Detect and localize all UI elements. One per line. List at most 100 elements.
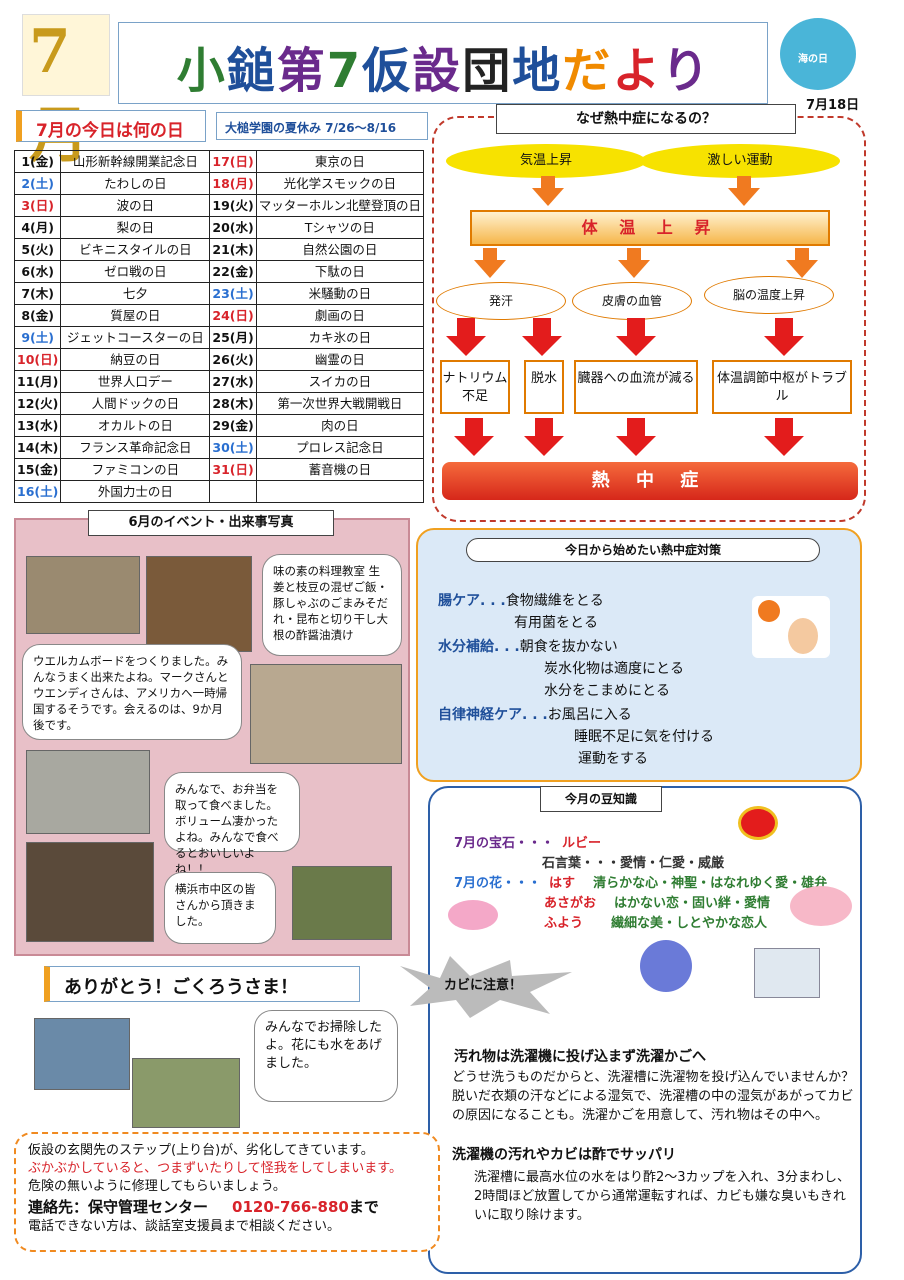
arrow-icon: [474, 248, 506, 278]
heatstroke-title: なぜ熱中症になるの？: [496, 104, 796, 134]
vacation-note: 大槌学園の夏休み 7/26〜8/16: [216, 112, 428, 140]
arrow-icon: [618, 248, 650, 278]
morning-glory-icon: [640, 940, 692, 992]
calendar-date: 29(金): [209, 414, 257, 437]
measure-line: 水分をこまめにとる: [544, 683, 670, 699]
calendar-event: [255, 480, 425, 503]
sun-illustration: [752, 596, 830, 658]
calendar-date: 23(土): [209, 282, 257, 305]
event-photo-lunch: [26, 750, 150, 834]
calendar-date: 31(日): [209, 458, 257, 481]
sea-day-logo: 海の日: [780, 18, 856, 90]
calendar-date: 19(火): [209, 194, 257, 217]
arrow-icon: [764, 318, 804, 356]
event-photo-cooking: [26, 556, 140, 634]
trivia-flower-2: あさがおはかない恋・固い絆・愛情: [544, 896, 771, 911]
calendar-date: 8(金): [13, 304, 62, 327]
notice-line: 電話できない方は、談話室支援員まで相談ください。: [28, 1219, 341, 1234]
measure-line: 炭水化物は適度にとる: [544, 661, 684, 677]
kabi-paragraph-2: 洗濯槽に最高水位の水をはり酢2〜3カップを入れ、3分まわし、2時間ほど放置してか…: [474, 1170, 850, 1223]
calendar-event: 梨の日: [60, 216, 211, 239]
arrow-icon: [446, 318, 486, 356]
calendar-event: 質屋の日: [60, 304, 211, 327]
arrow-icon: [616, 418, 656, 456]
calendar-date: 11(月): [13, 370, 62, 393]
dehydration: 脱水: [524, 360, 564, 414]
calendar-date: 1(金): [13, 150, 62, 173]
arrow-icon: [454, 418, 494, 456]
calendar-event: フランス革命記念日: [60, 436, 211, 459]
calendar-date: 12(火): [13, 392, 62, 415]
calendar-event: スイカの日: [255, 370, 425, 393]
bubble-welcome-board: ウエルカムボードをつくりました。みんなうまく出来たよね。マークさんとウエンディさ…: [22, 644, 242, 740]
calendar-date: 20(水): [209, 216, 257, 239]
calendar-event: たわしの日: [60, 172, 211, 195]
event-photo-food: [146, 556, 252, 652]
calendar-date: 27(水): [209, 370, 257, 393]
arrow-icon: [786, 248, 818, 278]
calendar-date: 16(土): [13, 480, 62, 503]
calendar-date: [209, 480, 257, 503]
calendar-event: 外国力士の日: [60, 480, 211, 503]
calendar-date: 28(木): [209, 392, 257, 415]
calendar-event: 山形新幹線開業記念日: [60, 150, 211, 173]
calendar-event: 劇画の日: [255, 304, 425, 327]
newsletter-title-box: 小鎚第7仮設団地だより: [118, 22, 768, 104]
measure-line: 有用菌をとる: [514, 615, 598, 631]
trivia-stone-words: 石言葉・・・愛情・仁愛・威厳: [542, 856, 725, 871]
calendar-event: ファミコンの日: [60, 458, 211, 481]
calendar-date: 17(日): [209, 150, 257, 173]
notice-line: ぶかぶかしていると、つまずいたりして怪我をしてしまいます。: [28, 1161, 403, 1176]
arrow-icon: [728, 176, 760, 206]
calendar-event: Tシャツの日: [255, 216, 425, 239]
cleaning-photo-1: [34, 1018, 130, 1090]
kabi-heading-1: 汚れ物は洗濯機に投げ込まず洗濯かごへ: [454, 1049, 706, 1065]
bubble-gift: 横浜市中区の皆さんから頂きました。: [164, 872, 276, 944]
calendar-event: 人間ドックの日: [60, 392, 211, 415]
trivia-panel: [428, 786, 862, 1274]
measure-line: 睡眠不足に気を付ける: [574, 729, 714, 745]
calendar-date: 10(日): [13, 348, 62, 371]
skin-vessel-oval: 皮膚の血管: [572, 282, 692, 320]
organ-blood-flow: 臓器への血流が減る: [574, 360, 698, 414]
events-title: 6月のイベント・出来事写真: [88, 510, 334, 536]
calendar-date: 26(火): [209, 348, 257, 371]
washing-machine-icon: [754, 948, 820, 998]
trivia-flower-3: ふよう繊細な美・しとやかな恋人: [544, 916, 768, 931]
thanks-title: ありがとう！ごくろうさま！: [44, 966, 360, 1002]
arrow-icon: [616, 318, 656, 356]
kabi-paragraph-1: どうせ洗うものだからと、洗濯槽に洗濯物を投げ込んでいませんか？脱いだ衣類の汗など…: [452, 1070, 855, 1123]
repair-notice: 仮設の玄関先のステップ(上り台)が、劣化してきています。 ぶかぶかしていると、つ…: [14, 1132, 440, 1252]
bubble-bento: みんなで、お弁当を取って食べました。ボリューム凄かったよね。みんなで食べるとおい…: [164, 772, 300, 876]
calendar-event: 蓄音機の日: [255, 458, 425, 481]
calendar-date: 14(木): [13, 436, 62, 459]
event-photo-group: [250, 664, 402, 764]
calendar-date: 25(月): [209, 326, 257, 349]
trivia-gem: 7月の宝石・・・ルビー: [454, 836, 602, 851]
calendar-event: 光化学スモックの日: [255, 172, 425, 195]
arrow-icon: [764, 418, 804, 456]
notice-line: 危険の無いように修理してもらいましょう。: [28, 1179, 286, 1194]
calendar-event: 肉の日: [255, 414, 425, 437]
calendar-event: 幽霊の日: [255, 348, 425, 371]
body-temp-rise: 体 温 上 昇: [470, 210, 830, 246]
calendar-event: 第一次世界大戦開戦日: [255, 392, 425, 415]
calendar-event: 東京の日: [255, 150, 425, 173]
calendar-event: 納豆の日: [60, 348, 211, 371]
calendar-date: 3(日): [13, 194, 62, 217]
arrow-icon: [522, 318, 562, 356]
calendar-date: 6(水): [13, 260, 62, 283]
measures-title: 今日から始めたい熱中症対策: [466, 538, 820, 562]
calendar-event: カキ氷の日: [255, 326, 425, 349]
calendar-date: 5(火): [13, 238, 62, 261]
